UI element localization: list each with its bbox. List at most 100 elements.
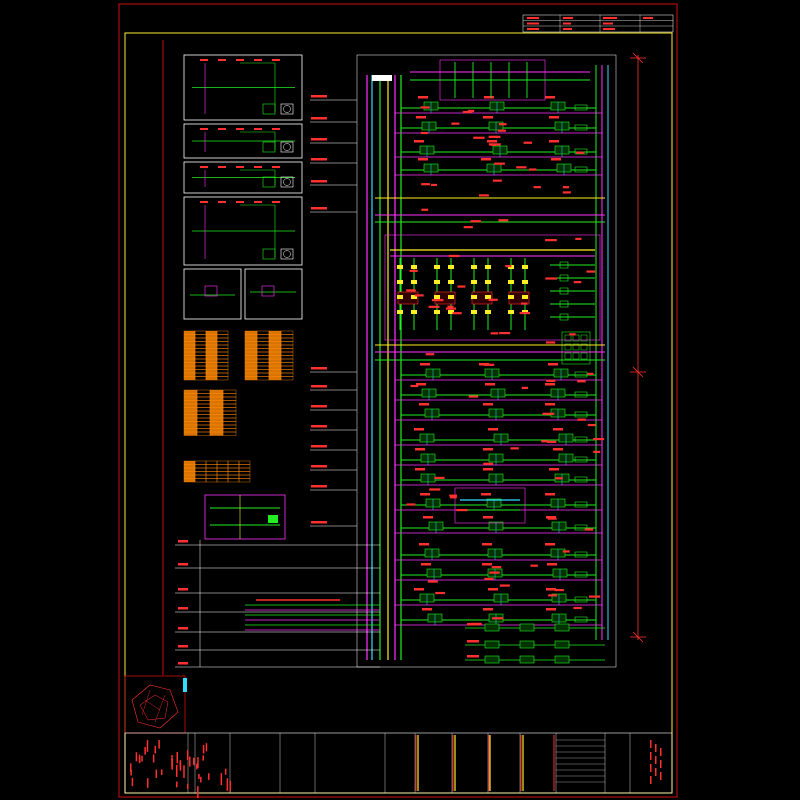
text-mark <box>430 183 437 187</box>
valve <box>411 280 417 284</box>
text-mark <box>154 745 157 754</box>
valve <box>522 265 528 269</box>
table-cell <box>280 362 294 367</box>
table-cell <box>222 414 237 419</box>
label-mark <box>200 59 208 61</box>
table-cell <box>280 334 294 339</box>
table-cell <box>183 341 196 346</box>
lower-left-schematic <box>204 494 286 540</box>
table-cell <box>183 478 196 483</box>
table-cell <box>280 330 294 335</box>
valve <box>434 295 440 299</box>
table-cell <box>238 471 251 476</box>
table-cell <box>183 389 198 394</box>
table-cell <box>244 358 258 363</box>
floor-label <box>178 607 188 610</box>
floor-label <box>178 563 188 566</box>
text-mark <box>650 764 652 772</box>
text-mark <box>410 384 419 388</box>
fan-icon <box>283 105 291 113</box>
text-mark <box>577 380 586 383</box>
table-cell <box>216 358 229 363</box>
text-mark <box>516 166 527 169</box>
text-mark <box>409 269 418 272</box>
table-cell <box>222 389 237 394</box>
table-cell <box>244 376 258 381</box>
text-mark <box>470 220 481 223</box>
text-mark <box>573 606 582 610</box>
pump-unit <box>519 623 535 632</box>
pump-unit <box>484 623 500 632</box>
branch-label <box>311 207 327 210</box>
label-mark <box>254 128 262 130</box>
table-cell <box>256 358 270 363</box>
text-mark <box>489 571 500 574</box>
unit-label <box>481 158 491 161</box>
table-cell <box>238 460 251 465</box>
text-mark <box>183 765 185 778</box>
table-cell <box>183 330 196 335</box>
text-mark <box>220 773 223 786</box>
table-cell <box>194 474 207 479</box>
text-mark <box>146 740 149 752</box>
unit-label <box>416 383 426 386</box>
table-cell <box>268 369 282 374</box>
table-cell <box>227 464 240 469</box>
unit-label <box>545 493 555 496</box>
table-cell <box>205 358 218 363</box>
table-cell <box>222 396 237 401</box>
table-cell <box>205 341 218 346</box>
text-mark <box>138 756 141 763</box>
text-mark <box>176 764 178 777</box>
table-cell <box>216 344 229 349</box>
table-cell <box>183 407 198 412</box>
table-cell <box>222 428 237 433</box>
valve <box>411 310 417 314</box>
label-mark <box>236 201 244 203</box>
valve <box>574 571 588 578</box>
table-cell <box>268 330 282 335</box>
pump-unit <box>554 655 570 664</box>
pump <box>559 261 569 269</box>
table-cell <box>196 396 211 401</box>
table-cell <box>183 460 196 465</box>
table-cell <box>183 358 196 363</box>
valve <box>574 616 588 623</box>
table-cell <box>216 460 229 465</box>
table-cell <box>209 424 224 429</box>
table-cell <box>268 376 282 381</box>
text-mark <box>451 122 460 125</box>
unit-label <box>488 428 498 431</box>
table-cell <box>227 478 240 483</box>
text-mark <box>202 755 204 761</box>
table-cell <box>209 428 224 433</box>
ahu-unit <box>454 487 526 524</box>
plant-room <box>384 234 601 341</box>
text-mark <box>478 194 489 197</box>
valve <box>485 265 491 269</box>
table-cell <box>205 334 218 339</box>
label-mark <box>218 166 226 168</box>
text-mark <box>449 494 458 497</box>
fan-coil-unit <box>262 103 276 115</box>
table-cell <box>256 365 270 370</box>
table-cell <box>205 362 218 367</box>
text-mark <box>505 265 512 268</box>
unit-label <box>418 96 428 99</box>
table-cell <box>205 369 218 374</box>
text-mark <box>547 517 557 520</box>
table-cell <box>256 344 270 349</box>
table-cell <box>244 334 258 339</box>
table-cell <box>196 424 211 429</box>
table-cell <box>222 417 237 422</box>
text-mark <box>519 311 531 315</box>
table-cell <box>196 414 211 419</box>
table-cell <box>194 376 207 381</box>
valve <box>574 371 588 378</box>
text-mark <box>498 219 509 222</box>
table-cell <box>216 362 229 367</box>
table-cell <box>222 421 237 426</box>
valve <box>522 295 528 299</box>
text-mark <box>510 447 519 450</box>
table-cell <box>256 351 270 356</box>
